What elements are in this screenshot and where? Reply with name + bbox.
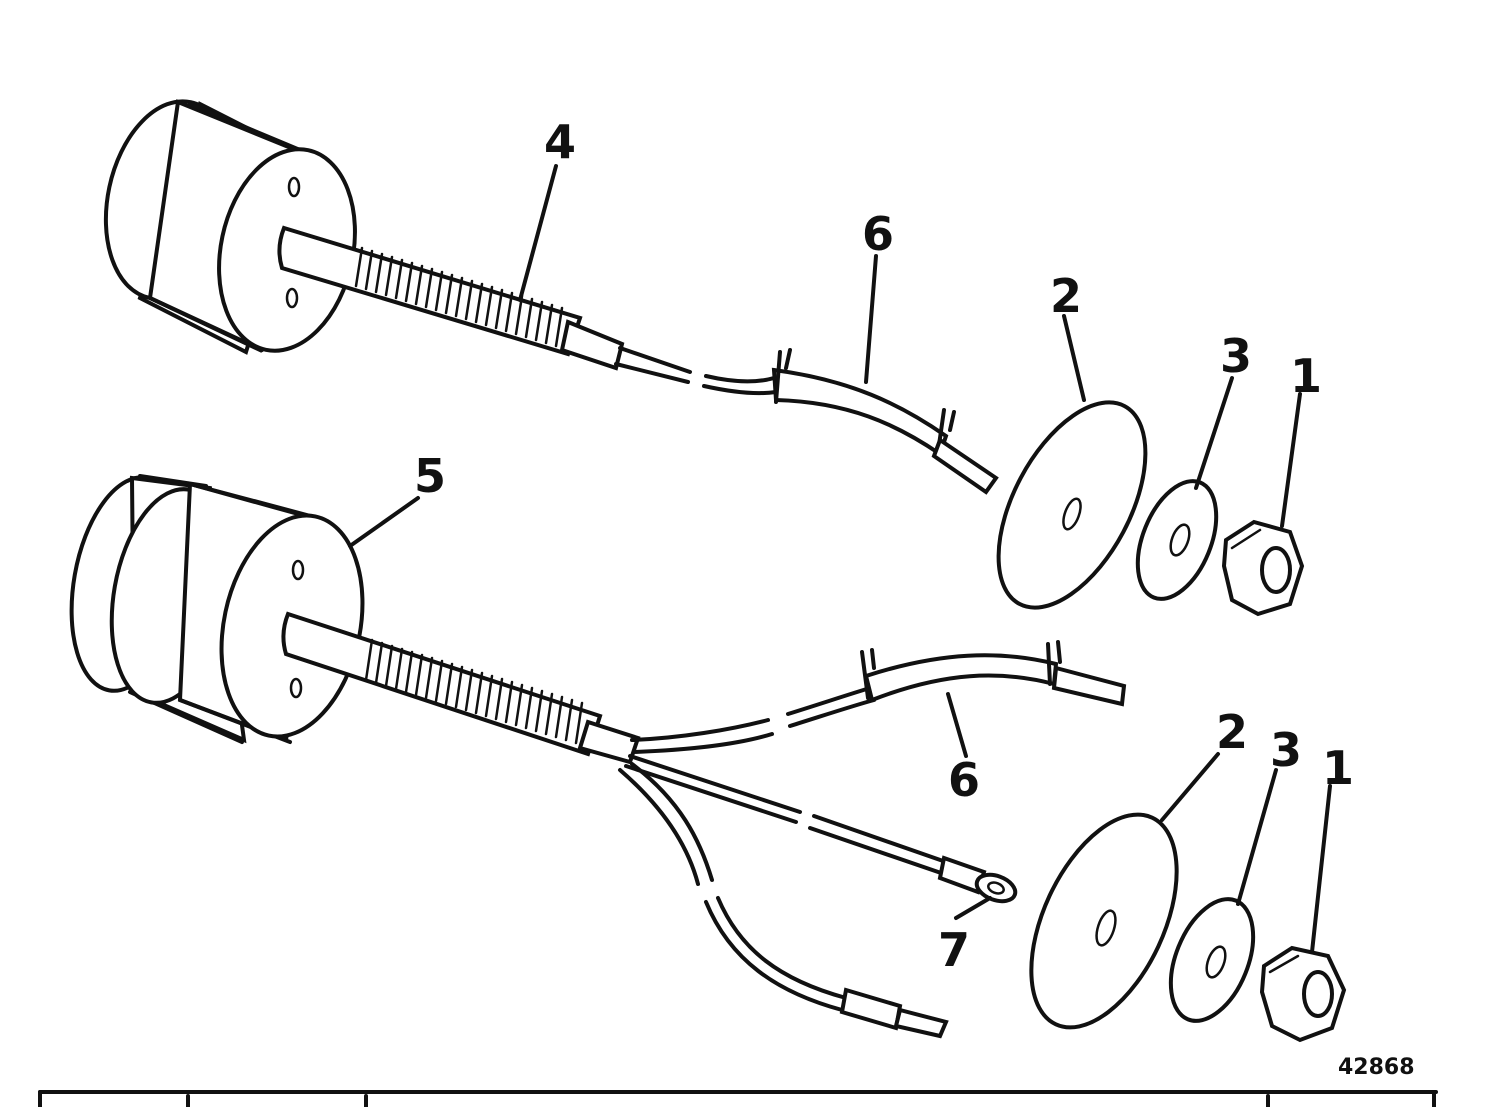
callout-labels: 4 6 2 3 1 5 2 3 1 6 7 [414,115,1354,977]
callout-1-lower: 1 [1322,741,1354,795]
callout-3-lower: 3 [1270,723,1302,777]
lower-cylinder-body [69,474,365,744]
callout-5: 5 [414,449,446,503]
upper-hex-nut [1221,519,1305,617]
lower-sender-assembly [69,474,1347,1043]
upper-small-washer [1135,479,1219,601]
callout-6-lower: 6 [948,753,980,807]
lower-wire-lead-spade [618,762,949,1039]
lower-small-washer [1168,897,1256,1023]
leader-lines [348,164,1332,954]
figure-number: 42868 [1338,1055,1415,1080]
upper-sender-assembly [103,99,1305,617]
callout-1-upper: 1 [1290,349,1322,403]
lower-hex-nut [1259,945,1347,1043]
upper-threaded-stud [277,225,625,371]
upper-wire-lead [614,346,999,495]
lower-wire-lead-6 [630,640,1127,754]
lower-wire-lead-7 [624,754,1018,904]
callout-4: 4 [544,115,576,169]
callout-2-lower: 2 [1216,705,1248,759]
callout-7: 7 [938,923,970,977]
upper-large-washer [996,400,1148,610]
upper-cylinder-body [103,99,357,355]
callout-6-upper: 6 [862,207,894,261]
lower-large-washer [1029,812,1179,1030]
lower-threaded-stud [281,611,641,765]
parts-table-top-edge [38,1090,1438,1107]
callout-2-upper: 2 [1050,269,1082,323]
callout-3-upper: 3 [1220,329,1252,383]
